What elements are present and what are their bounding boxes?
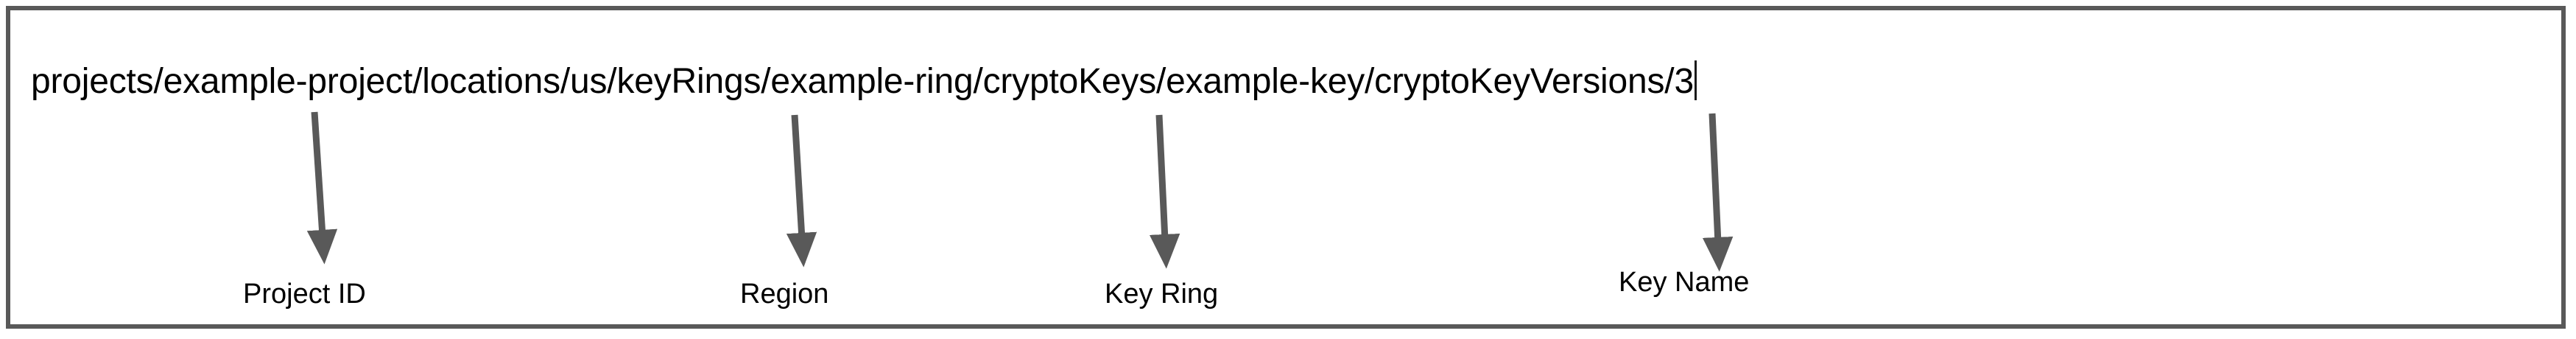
resource-path-text: projects/example-project/locations/us/ke…: [31, 62, 1694, 101]
callout-label-key-name: Key Name: [1619, 267, 1750, 298]
callout-label-region: Region: [740, 279, 829, 310]
callout-label-project-id: Project ID: [243, 279, 366, 310]
path-field-frame[interactable]: projects/example-project/locations/us/ke…: [6, 6, 2566, 329]
callout-label-key-ring: Key Ring: [1105, 279, 1219, 310]
text-caret: [1694, 60, 1697, 100]
resource-path-field[interactable]: projects/example-project/locations/us/ke…: [31, 53, 1697, 101]
